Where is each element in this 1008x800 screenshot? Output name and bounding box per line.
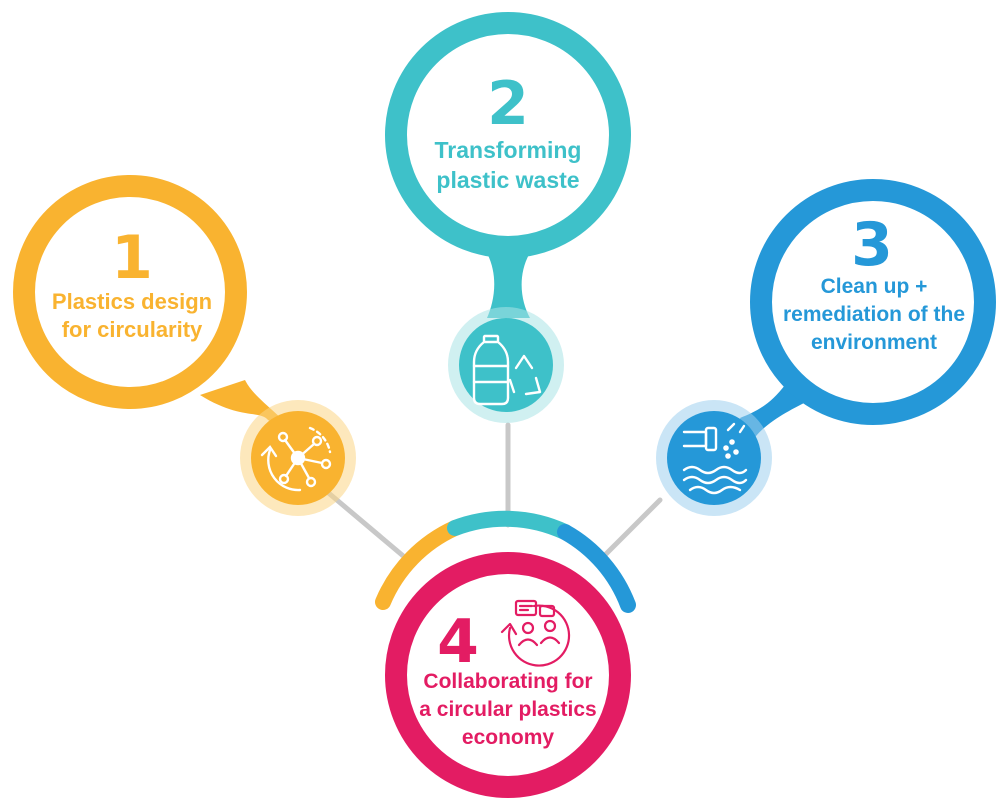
connector-1 [322, 487, 411, 563]
people-chat-icon [500, 599, 571, 667]
node-3-ring [750, 179, 996, 425]
connectors [322, 422, 663, 563]
node-3-title-line-2: remediation of the [783, 303, 965, 326]
node-1-number: 1 [111, 223, 153, 293]
arc-band [375, 510, 636, 613]
arc-segment-blue [557, 524, 636, 613]
node-3-title-line-1: Clean up + [821, 275, 928, 298]
node-4 [385, 552, 631, 798]
connector-3 [602, 497, 663, 558]
node-4-title-line-3: economy [462, 726, 555, 749]
node-3-number: 3 [851, 210, 893, 280]
pipe-water-icon [682, 422, 748, 495]
node-1-title-line-2: for circularity [62, 317, 203, 342]
node-1-title-line-1: Plastics design [52, 289, 212, 314]
node-3-title-line-3: environment [811, 331, 937, 354]
node-1-stem [200, 380, 300, 440]
node-1 [13, 175, 356, 516]
node-2-number: 2 [487, 69, 529, 139]
node-2-stem [482, 245, 535, 318]
arc-segment-yellow [375, 520, 463, 610]
node-1-ring [13, 175, 247, 409]
network-circular-arrow-icon [260, 426, 332, 492]
node-2-title-line-1: Transforming [435, 137, 582, 163]
node-3-icon-disc [667, 411, 761, 505]
arc-segment-teal [447, 510, 573, 540]
bottle-recycle-icon [472, 334, 542, 406]
node-4-number: 4 [437, 607, 479, 677]
node-2-title-line-2: plastic waste [436, 167, 579, 193]
node-2-ring [385, 12, 631, 258]
node-4-title-line-1: Collaborating for [423, 670, 592, 693]
node-3 [656, 179, 996, 516]
node-2 [385, 12, 631, 423]
node-4-title-line-2: a circular plastics [419, 698, 596, 721]
